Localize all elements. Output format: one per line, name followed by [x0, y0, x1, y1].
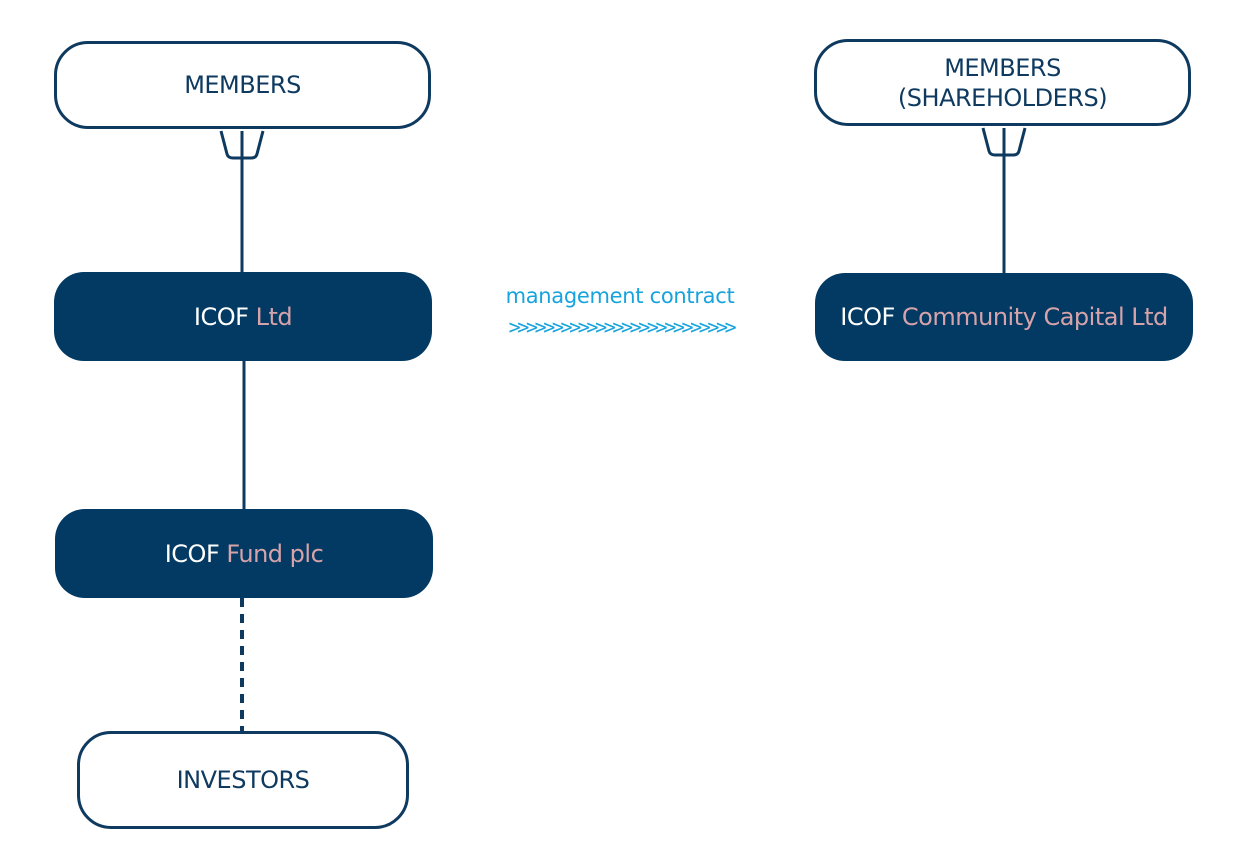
icof-ltd-prefix: ICOF — [193, 302, 249, 331]
members-node: MEMBERS — [54, 41, 431, 129]
investors-node: INVESTORS — [77, 731, 409, 829]
icof-ltd-node: ICOF Ltd — [54, 272, 432, 361]
icof-community-capital-label: ICOF Community Capital Ltd — [840, 302, 1168, 332]
icof-community-capital-name: Community Capital Ltd — [901, 303, 1168, 331]
icof-fund-node: ICOF Fund plc — [55, 509, 433, 598]
icof-ltd-name: Ltd — [255, 302, 293, 331]
icof-ltd-label: ICOF Ltd — [193, 302, 293, 332]
members-node-label: MEMBERS — [184, 71, 301, 99]
icof-fund-label: ICOF Fund plc — [165, 539, 324, 569]
management-contract-label: management contract — [505, 284, 735, 308]
members-shareholders-line-1: MEMBERS — [944, 53, 1061, 82]
management-contract-arrow: >>>>>>>>>>>>>>>>>>>>>>>>>> — [508, 315, 737, 339]
icof-community-capital-prefix: ICOF — [840, 303, 895, 331]
icof-community-capital-node: ICOF Community Capital Ltd — [815, 273, 1193, 361]
members-shareholders-node: MEMBERS (SHAREHOLDERS) — [814, 39, 1191, 126]
members-shareholders-line-2: (SHAREHOLDERS) — [897, 83, 1108, 112]
icof-fund-prefix: ICOF — [164, 539, 220, 568]
icof-fund-name: Fund plc — [226, 539, 324, 568]
investors-node-label: INVESTORS — [176, 766, 310, 794]
